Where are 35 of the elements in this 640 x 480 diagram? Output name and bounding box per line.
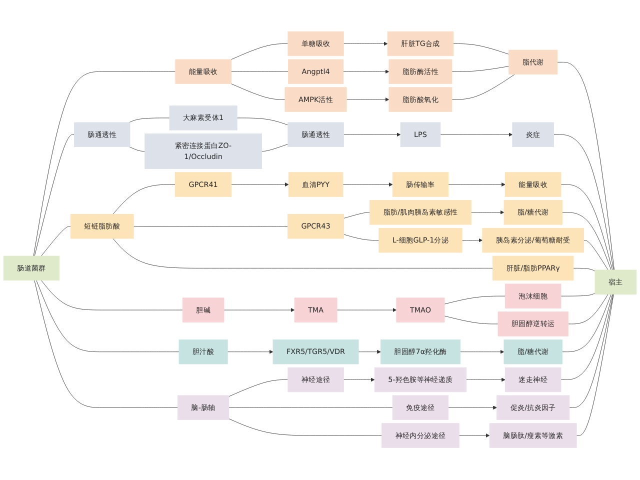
connector [560,293,596,297]
connector [33,72,176,257]
connector [128,118,170,124]
connector [584,240,608,271]
connector [444,316,498,325]
connector [128,146,146,152]
connector [452,66,510,72]
connector [573,268,596,272]
connector [568,294,608,325]
connector [236,118,288,126]
connector [344,234,380,241]
connector [557,62,614,271]
connector [562,212,612,271]
connector [562,294,612,352]
connector [444,296,506,305]
connector [41,280,183,311]
connector [452,74,515,100]
connector [560,184,613,271]
connector [453,44,510,55]
connector [262,144,288,152]
connector [228,418,382,436]
connector [344,212,370,219]
connector [554,134,614,271]
connector [34,134,74,257]
connector [569,294,614,408]
connector [41,226,71,257]
connector [560,294,613,380]
connector [36,280,180,352]
connector [34,280,178,408]
connector [230,84,286,100]
connector [133,226,288,227]
connector [112,184,176,215]
connector [576,294,614,436]
connector [228,380,288,398]
connector [230,44,288,60]
